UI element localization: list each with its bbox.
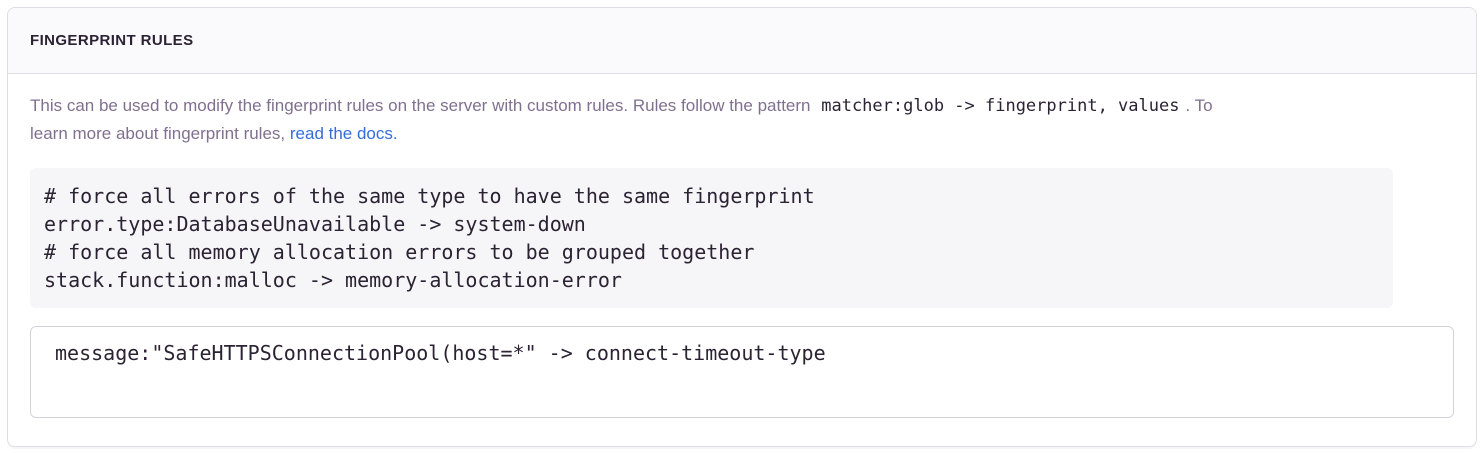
panel-body: This can be used to modify the fingerpri… [8, 74, 1476, 446]
pattern-inline-code: matcher:glob -> fingerprint, values [821, 96, 1180, 116]
description-line2-text: learn more about fingerprint rules, [30, 124, 286, 143]
fingerprint-rules-panel: FINGERPRINT RULES This can be used to mo… [7, 7, 1477, 447]
fingerprint-rules-input[interactable]: message:"SafeHTTPSConnectionPool(host=*"… [30, 326, 1454, 418]
panel-title: FINGERPRINT RULES [30, 32, 194, 49]
description: This can be used to modify the fingerpri… [30, 92, 1454, 148]
description-line1-text: This can be used to modify the fingerpri… [30, 96, 811, 115]
panel-header: FINGERPRINT RULES [8, 8, 1476, 74]
read-the-docs-link[interactable]: read the docs. [289, 124, 398, 143]
example-rules-block: # force all errors of the same type to h… [30, 168, 1393, 308]
description-line1-suffix: . To [1185, 96, 1213, 115]
